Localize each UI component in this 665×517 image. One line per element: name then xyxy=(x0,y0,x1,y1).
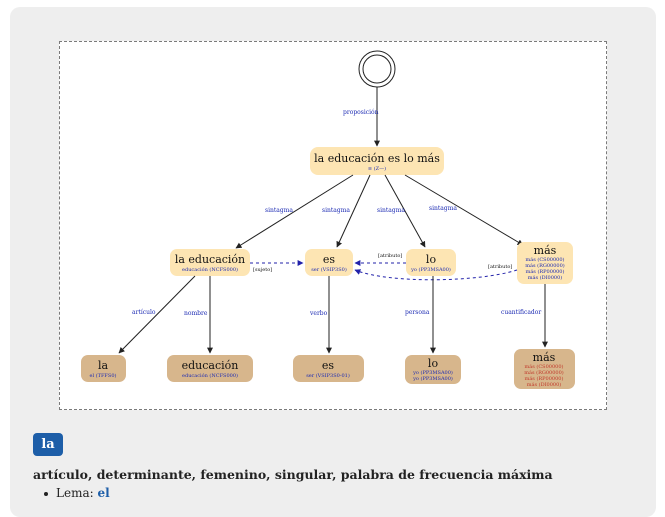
svg-text:el (TFFS0): el (TFFS0) xyxy=(90,372,117,379)
svg-text:más (DI0000): más (DI0000) xyxy=(527,381,562,388)
leaf-node-educacion: educación educación (NCFS000) xyxy=(167,355,253,382)
svg-text:más: más xyxy=(533,351,556,364)
start-node xyxy=(358,50,396,88)
edge-sintagma-mas xyxy=(404,174,524,246)
svg-text:más (RP00000): más (RP00000) xyxy=(525,375,564,382)
edge-label-sintagma-1: sintagma xyxy=(265,207,293,214)
dep-label-sujeto: [sujeto] xyxy=(253,267,272,273)
word-badge: la xyxy=(33,433,63,456)
leaf-node-lo: lo yo (PP3MSA00) yo (PP3MSA00) xyxy=(405,355,461,384)
svg-text:lo: lo xyxy=(426,253,437,266)
lema-value[interactable]: el xyxy=(97,486,110,500)
root-node: la educación es lo más ≡ (Z—) xyxy=(310,147,444,175)
svg-text:más (RG00000): más (RG00000) xyxy=(524,369,563,376)
svg-text:es: es xyxy=(322,359,335,372)
svg-text:más (CS00000): más (CS00000) xyxy=(526,256,565,263)
svg-text:yo (PP3MSA00): yo (PP3MSA00) xyxy=(412,369,453,376)
word-description: artículo, determinante, femenino, singul… xyxy=(33,467,553,482)
dep-label-atributo-2: [atributo] xyxy=(488,264,512,270)
root-sub: ≡ (Z—) xyxy=(368,165,386,172)
edge-articulo xyxy=(118,275,196,354)
svg-text:más (CS00000): más (CS00000) xyxy=(525,363,564,370)
bullet-icon xyxy=(44,491,48,496)
svg-text:ser (VSIP3S0): ser (VSIP3S0) xyxy=(311,266,347,273)
svg-text:la: la xyxy=(98,359,109,372)
edge-label-cuantificador: cuantificador xyxy=(501,309,541,316)
edge-label-sintagma-2: sintagma xyxy=(322,207,350,214)
svg-text:yo (PP3MSA00): yo (PP3MSA00) xyxy=(412,375,453,382)
svg-text:más: más xyxy=(534,244,557,257)
phrase-node-mas: más más (CS00000) más (RG00000) más (RP0… xyxy=(517,242,573,284)
leaf-node-mas: más más (CS00000) más (RG00000) más (RP0… xyxy=(514,349,575,389)
root-title: la educación es lo más xyxy=(314,152,440,165)
lema-list: Lema: el xyxy=(44,486,110,500)
edge-label-sintagma-4: sintagma xyxy=(429,205,457,212)
edge-sintagma-educacion xyxy=(235,174,354,249)
svg-text:más (RG00000): más (RG00000) xyxy=(525,262,564,269)
edge-label-proposicion: proposición xyxy=(343,109,379,116)
lema-item: Lema: el xyxy=(44,486,110,500)
edge-label-verbo: verbo xyxy=(309,310,328,317)
syntax-tree: proposición la educación es lo más ≡ (Z—… xyxy=(81,50,575,389)
svg-text:ser (VSIP3S0-01): ser (VSIP3S0-01) xyxy=(306,372,350,379)
svg-text:más (RP00000): más (RP00000) xyxy=(526,268,565,275)
svg-text:es: es xyxy=(323,253,336,266)
edge-label-nombre: nombre xyxy=(184,310,208,317)
phrase-node-lo: lo yo (PP3MSA00) xyxy=(406,249,456,276)
edge-sintagma-lo xyxy=(384,174,426,248)
dep-label-atributo-1: [atributo] xyxy=(378,253,402,259)
leaf-node-es: es ser (VSIP3S0-01) xyxy=(293,355,364,382)
edge-label-persona: persona xyxy=(405,309,430,316)
svg-text:lo: lo xyxy=(428,357,439,370)
svg-text:educación (NCFS000): educación (NCFS000) xyxy=(182,266,238,273)
svg-text:educación: educación xyxy=(182,359,239,372)
phrase-node-educacion: la educación educación (NCFS000) xyxy=(170,249,250,276)
leaf-node-la: la el (TFFS0) xyxy=(81,355,126,382)
svg-text:más (DI0000): más (DI0000) xyxy=(528,274,563,281)
edge-label-articulo: artículo xyxy=(132,309,156,316)
edge-label-sintagma-3: sintagma xyxy=(377,207,405,214)
phrase-node-es: es ser (VSIP3S0) xyxy=(305,249,353,276)
svg-text:educación (NCFS000): educación (NCFS000) xyxy=(182,372,238,379)
svg-text:la educación: la educación xyxy=(175,253,245,266)
svg-text:yo (PP3MSA00): yo (PP3MSA00) xyxy=(410,266,451,273)
syntax-diagram: proposición la educación es lo más ≡ (Z—… xyxy=(59,41,607,410)
edge-sintagma-es xyxy=(336,174,371,248)
lema-label: Lema: xyxy=(56,486,94,500)
